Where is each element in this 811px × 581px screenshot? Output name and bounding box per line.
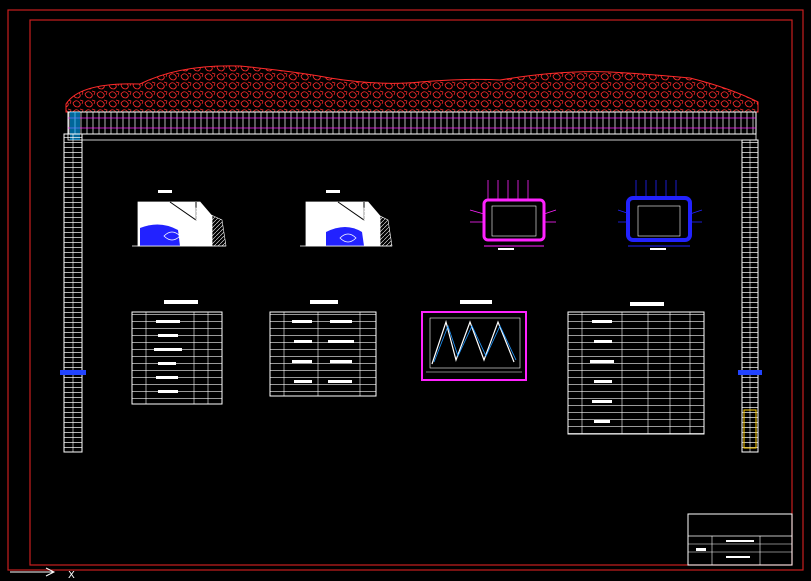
section-view-3-magenta: [469, 180, 557, 250]
ucs-icon: X: [10, 567, 75, 581]
right-shaft: [738, 139, 762, 453]
top-gallery: [67, 111, 757, 141]
table-1: [131, 300, 223, 405]
section-view-2: [300, 190, 393, 247]
ucs-x-label: X: [68, 570, 75, 581]
title-block[interactable]: [687, 513, 793, 566]
left-shaft: [60, 133, 86, 453]
section-view-4-blue: [617, 180, 703, 250]
rock-mass: [65, 65, 759, 113]
table-2: [269, 300, 377, 397]
section-view-1: [132, 190, 227, 247]
table-4: [567, 302, 705, 435]
deformation-chart: [421, 300, 527, 381]
drawing-frame: [7, 9, 804, 571]
